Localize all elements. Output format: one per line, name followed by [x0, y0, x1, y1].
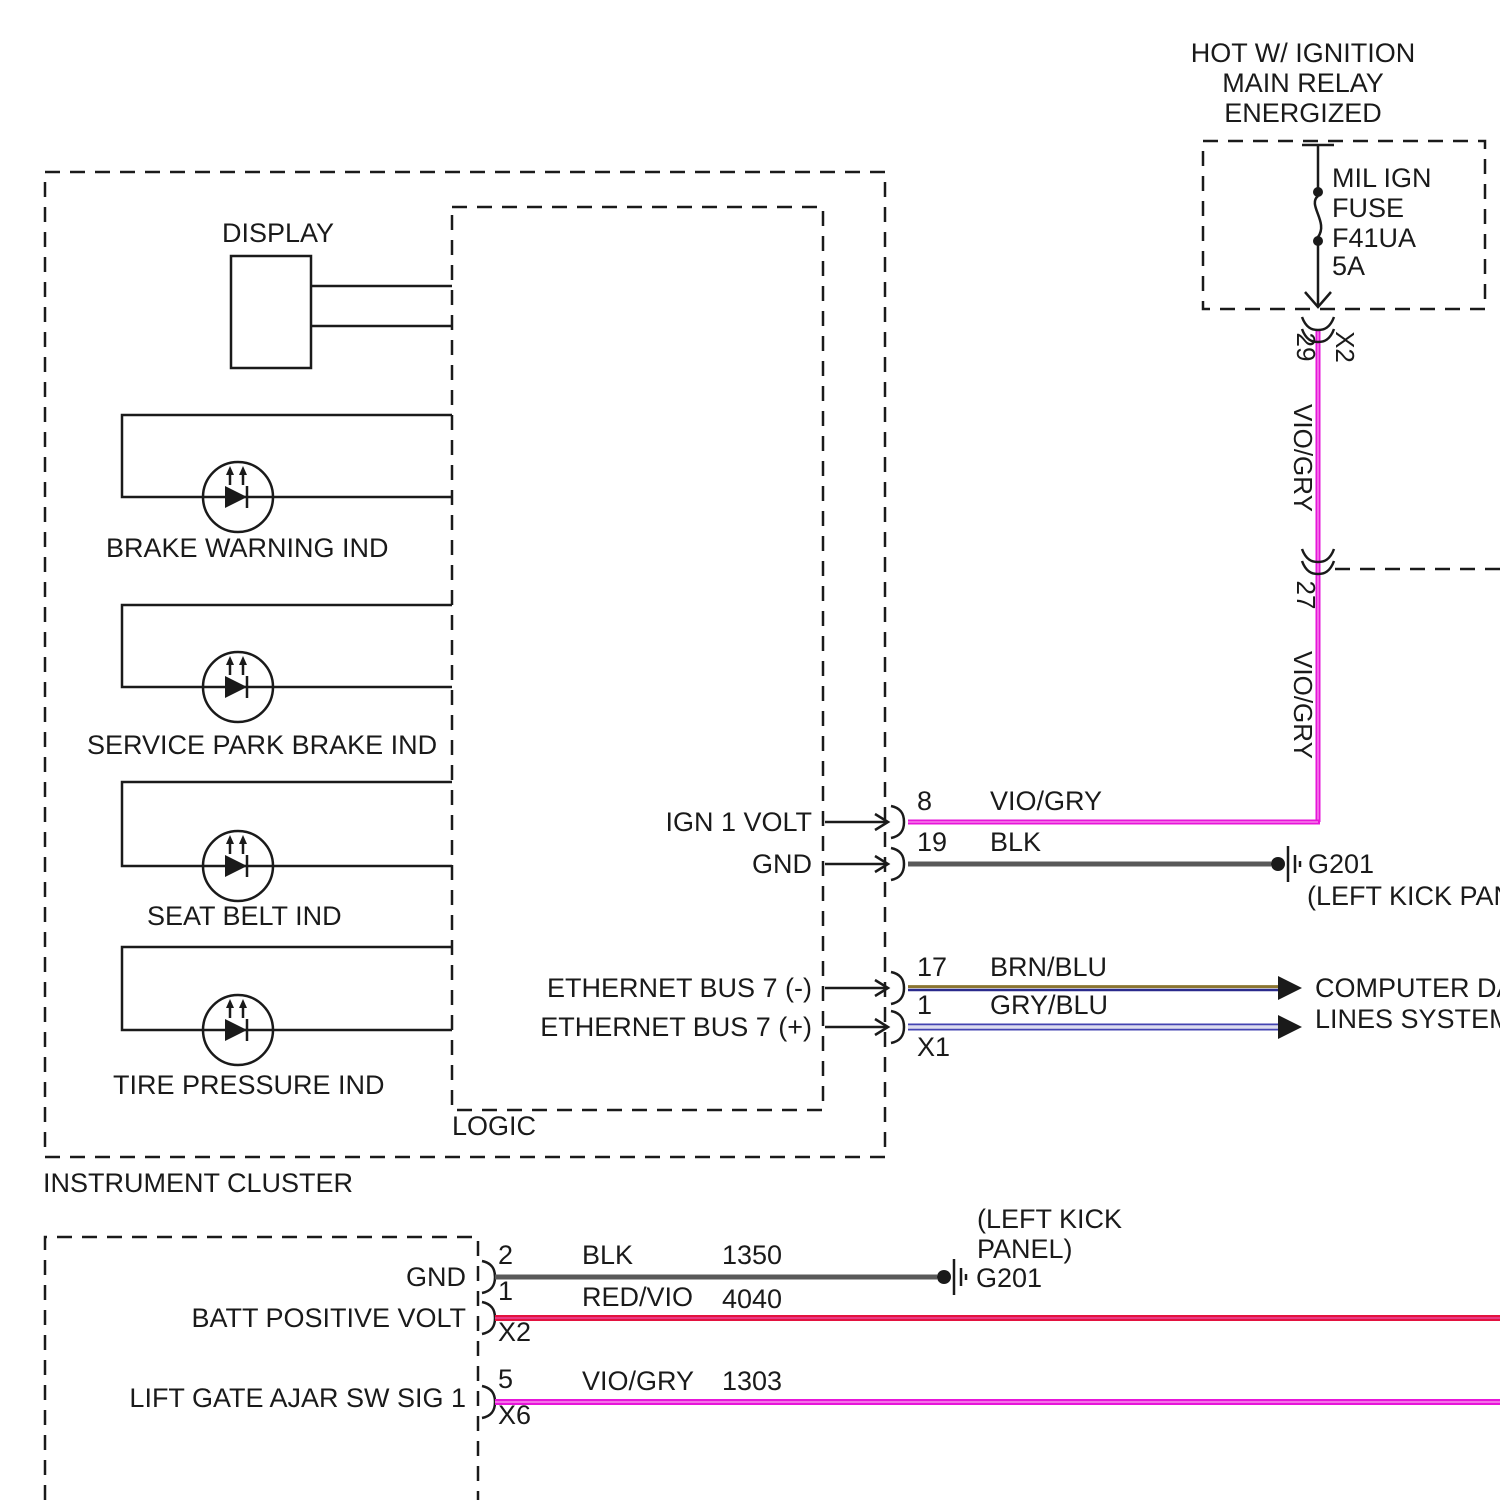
indicator-seat-belt: SEAT BELT IND [120, 780, 452, 931]
fuse-label-line4: 5A [1332, 251, 1365, 281]
pin-number: 1 [498, 1276, 513, 1306]
module2-row-gnd: GND 2 BLK 1350 (LEFT KICK PANEL) G201 [406, 1204, 1122, 1295]
display-label: DISPLAY [222, 218, 334, 248]
signal-label: IGN 1 VOLT [665, 807, 812, 837]
fuse-box: HOT W/ IGNITION MAIN RELAY ENERGIZED MIL… [1191, 38, 1487, 311]
connector-x2-label: X2 [498, 1317, 531, 1347]
ground-location-line1: (LEFT KICK [977, 1204, 1122, 1234]
ground-location-label: (LEFT KICK PANEL) [1307, 881, 1500, 911]
pin-number: 2 [498, 1240, 513, 1270]
connector-bracket-icon [481, 1259, 497, 1295]
instrument-cluster-border [43, 170, 887, 1159]
bottom-module-border [43, 1235, 480, 1500]
indicator-brake-warning: BRAKE WARNING IND [106, 413, 452, 563]
ground-icon [937, 1259, 968, 1295]
circuit-number: 1350 [722, 1240, 782, 1270]
arrow-solid-right-icon [1278, 976, 1302, 1000]
connector-x2-label: X2 [1330, 331, 1360, 363]
wire-color-label-vio-gry-2: VIO/GRY [1288, 651, 1318, 759]
pin-number: 19 [917, 827, 947, 857]
arrow-right-icon [874, 978, 891, 998]
pin-29-label: 29 [1291, 333, 1321, 362]
logic-label: LOGIC [452, 1111, 536, 1141]
bottom-module: GND 2 BLK 1350 (LEFT KICK PANEL) G201 BA… [43, 1204, 1500, 1500]
led-indicator-icon [201, 460, 275, 534]
indicator-label: SEAT BELT IND [147, 901, 342, 931]
signal-label: GND [406, 1262, 466, 1292]
signal-row-gnd: GND 19 BLK G201 (LEFT KICK PANEL) [752, 827, 1500, 911]
signal-label: ETHERNET BUS 7 (-) [547, 973, 812, 1003]
fuse-icon [1302, 143, 1334, 309]
signal-label: BATT POSITIVE VOLT [191, 1303, 466, 1333]
pin-number: 5 [498, 1364, 513, 1394]
power-header-line1: HOT W/ IGNITION [1191, 38, 1416, 68]
inline-connector-27-icon [1300, 548, 1336, 576]
indicator-label: TIRE PRESSURE IND [113, 1070, 385, 1100]
pin-number: 17 [917, 952, 947, 982]
inline-connector-29-icon [1300, 316, 1336, 344]
display-rect [229, 254, 313, 370]
ground-location-line2: PANEL) [977, 1234, 1073, 1264]
destination-label-line2: LINES SYSTEM [1315, 1004, 1500, 1034]
connector-bracket-icon [890, 804, 906, 840]
fuse-label-line1: MIL IGN [1332, 163, 1432, 193]
indicator-label: BRAKE WARNING IND [106, 533, 389, 563]
module2-row-liftgate: LIFT GATE AJAR SW SIG 1 5 VIO/GRY 1303 X… [129, 1364, 1500, 1430]
ground-icon [1271, 846, 1302, 882]
fuse-label-line3: F41UA [1332, 223, 1416, 253]
power-header-line3: ENERGIZED [1224, 98, 1382, 128]
wire-color-label: VIO/GRY [582, 1366, 694, 1396]
led-indicator-icon [201, 650, 275, 724]
ground-id-label: G201 [1308, 849, 1374, 879]
pin-number: 8 [917, 786, 932, 816]
instrument-cluster: INSTRUMENT CLUSTER LOGIC DISPLAY [43, 170, 887, 1198]
signal-row-ethernet-minus: ETHERNET BUS 7 (-) 17 BRN/BLU [547, 952, 1302, 1006]
module2-row-batt: BATT POSITIVE VOLT 1 RED/VIO 4040 X2 [191, 1276, 1500, 1347]
ground-id-label: G201 [976, 1263, 1042, 1293]
connector-x1-label: X1 [917, 1032, 950, 1062]
wire-color-label: VIO/GRY [990, 786, 1102, 816]
indicator-label: SERVICE PARK BRAKE IND [87, 730, 437, 760]
arrow-down-icon [1304, 291, 1332, 309]
power-header-line2: MAIN RELAY [1222, 68, 1384, 98]
wire-color-label: GRY/BLU [990, 990, 1108, 1020]
signal-label: GND [752, 849, 812, 879]
signal-label: LIFT GATE AJAR SW SIG 1 [129, 1383, 466, 1413]
signal-label: ETHERNET BUS 7 (+) [540, 1012, 812, 1042]
pin-number: 1 [917, 990, 932, 1020]
signal-row-ethernet-plus: ETHERNET BUS 7 (+) 1 GRY/BLU X1 [540, 990, 1302, 1062]
connector-bracket-icon [890, 1009, 906, 1045]
arrow-solid-right-icon [1278, 1015, 1302, 1039]
circuit-number: 4040 [722, 1284, 782, 1314]
wire-color-label: BLK [582, 1240, 633, 1270]
wire-color-label: RED/VIO [582, 1282, 693, 1312]
pin-27-label: 27 [1291, 581, 1321, 610]
arrow-right-icon [874, 1017, 891, 1037]
connector-bracket-icon [890, 970, 906, 1006]
indicator-service-park-brake: SERVICE PARK BRAKE IND [87, 603, 452, 760]
led-indicator-icon [201, 993, 275, 1067]
connector-x6-label: X6 [498, 1400, 531, 1430]
wire-color-label: BRN/BLU [990, 952, 1107, 982]
circuit-number: 1303 [722, 1366, 782, 1396]
indicator-tire-pressure: TIRE PRESSURE IND [113, 945, 452, 1100]
logic-box-border [450, 205, 825, 1112]
wire-color-label: BLK [990, 827, 1041, 857]
connector-bracket-icon [890, 846, 906, 882]
connector-bracket-icon [481, 1300, 497, 1336]
wire-color-label-vio-gry-1: VIO/GRY [1288, 404, 1318, 512]
signal-row-ign1volt: IGN 1 VOLT 8 VIO/GRY [665, 786, 1102, 840]
instrument-cluster-label: INSTRUMENT CLUSTER [43, 1168, 353, 1198]
arrow-right-icon [874, 854, 891, 874]
led-indicator-icon [201, 829, 275, 903]
ignition-feed-wire: 29 X2 VIO/GRY 27 VIO/GRY [908, 316, 1500, 825]
fuse-label-line2: FUSE [1332, 193, 1404, 223]
destination-label-line1: COMPUTER DATA [1315, 973, 1500, 1003]
arrow-right-icon [874, 812, 891, 832]
connector-bracket-icon [481, 1384, 497, 1420]
